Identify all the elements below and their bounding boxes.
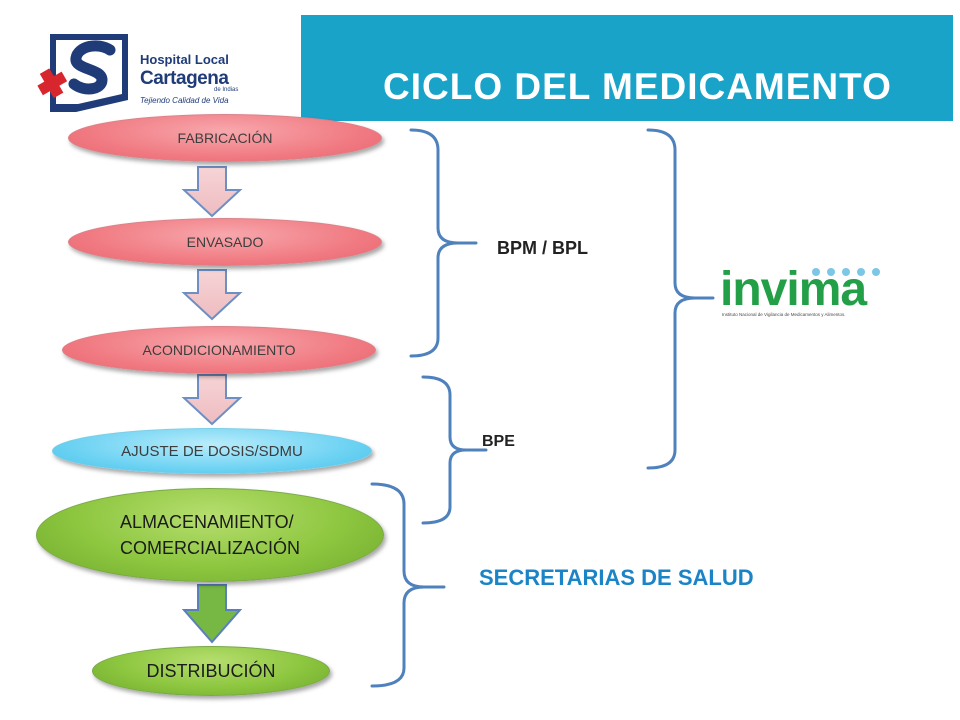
arrow-down-icon [181,374,243,426]
node-label: FABRICACIÓN [177,130,273,146]
logo-tagline: Tejiendo Calidad de Vida [140,96,229,105]
node-label: AJUSTE DE DOSIS/SDMU [121,442,303,460]
node-label: DISTRIBUCIÓN [146,661,276,681]
bracket-secretarias [370,482,446,688]
node-acondicionamiento: ACONDICIONAMIENTO [62,326,376,374]
bracket-bpm [409,128,478,358]
node-ajuste-dosis: AJUSTE DE DOSIS/SDMU [52,428,372,474]
arrow-down-icon [181,584,243,644]
node-label: ALMACENAMIENTO/ COMERCIALIZACIÓN [120,509,300,561]
logo-line-3: de Indias [214,87,239,93]
bracket-bpe [421,375,488,525]
header-bar [301,15,953,121]
invima-dot-icon [812,268,820,276]
label-bpe: BPE [482,433,515,450]
node-distribucion: DISTRIBUCIÓN [92,646,330,696]
hospital-logo-mark-icon [37,34,128,112]
page-title: CICLO DEL MEDICAMENTO [383,66,892,107]
invima-dot-icon [842,268,850,276]
arrow-down-icon [181,269,243,321]
node-label-line-2: COMERCIALIZACIÓN [119,538,301,558]
invima-dot-icon [827,268,835,276]
node-label: ACONDICIONAMIENTO [142,342,296,358]
hospital-logo: Hospital Local Cartagena de Indias Tejie… [36,28,246,118]
invima-dot-icon [857,268,865,276]
node-label-line-1: ALMACENAMIENTO/ [119,512,294,532]
bracket-invima [646,128,715,470]
node-almacenamiento: ALMACENAMIENTO/ COMERCIALIZACIÓN [36,488,384,582]
invima-wordmark: invima [720,263,867,316]
node-label: ENVASADO [186,234,264,250]
node-envasado: ENVASADO [68,218,382,266]
logo-line-1: Hospital Local [140,52,229,67]
invima-logo: invima Instituto Nacional de Vigilancia … [716,250,896,324]
node-fabricacion: FABRICACIÓN [68,114,382,162]
arrow-down-icon [181,166,243,218]
label-bpm-bpl: BPM / BPL [497,238,589,258]
label-secretarias-de-salud: SECRETARIAS DE SALUD [479,565,754,590]
invima-dot-icon [872,268,880,276]
logo-line-2: Cartagena [140,68,229,89]
invima-subtitle: Instituto Nacional de Vigilancia de Medi… [722,312,846,317]
